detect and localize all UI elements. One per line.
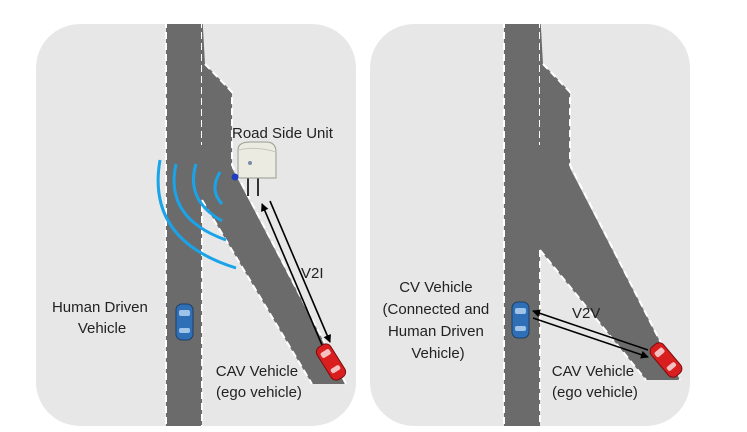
- right-merge-road: [540, 24, 680, 380]
- cav-ego-car-icon: [315, 343, 347, 381]
- v2v-arrow-to-cv: [532, 309, 649, 351]
- left-cav-label-line: (ego vehicle): [216, 384, 302, 401]
- v2v-arrow-to-cav: [532, 317, 649, 359]
- left-merge-road-edge-dash: [204, 63, 347, 385]
- right-cav-label-line: CAV Vehicle: [552, 363, 634, 380]
- left-panel: Road Side Unit V2I Human Driven Vehicle …: [36, 24, 356, 426]
- left-cav-label-line: CAV Vehicle: [216, 363, 298, 380]
- human-vehicle-label-line: Vehicle: [78, 320, 126, 337]
- left-merge-road: [202, 24, 346, 384]
- rsu-signal-arc: [156, 159, 237, 270]
- right-merge-road-edge-dash: [539, 249, 647, 381]
- left-main-road: [166, 24, 202, 426]
- cv-car-icon: [511, 301, 530, 339]
- rsu-label: Road Side Unit: [232, 125, 334, 142]
- rsu-signal-arc: [213, 171, 224, 206]
- v2i-label: V2I: [301, 265, 324, 282]
- cv-label-line: CV Vehicle: [399, 279, 472, 296]
- v2i-arrow-down: [269, 200, 331, 343]
- rsu-antenna-dot: [231, 173, 239, 181]
- right-cav-label-line: (ego vehicle): [552, 384, 638, 401]
- right-main-road: [504, 24, 540, 426]
- road-side-unit-icon: [231, 141, 277, 196]
- left-merge-road-edge-dash: [201, 199, 313, 385]
- right-merge-road-edge-dash: [542, 63, 681, 381]
- rsu-signal-arc: [172, 163, 227, 242]
- v2v-label: V2V: [572, 305, 600, 322]
- cv-label: CV Vehicle (Connected and Human Driven V…: [383, 279, 494, 362]
- right-cav-ego-car-icon: [649, 342, 683, 378]
- right-cav-label: CAV Vehicle (ego vehicle): [552, 363, 638, 401]
- human-driven-car-icon: [175, 303, 194, 341]
- human-vehicle-label-line: Human Driven: [52, 299, 148, 316]
- cv-label-line: Human Driven: [388, 323, 484, 340]
- human-vehicle-label: Human Driven Vehicle: [52, 299, 152, 337]
- right-panel: V2V CV Vehicle (Connected and Human Driv…: [370, 24, 690, 426]
- cv-label-line: (Connected and: [383, 301, 490, 318]
- left-cav-label: CAV Vehicle (ego vehicle): [216, 363, 302, 401]
- rsu-signal-arc: [191, 163, 223, 223]
- v2i-arrow-up: [261, 203, 323, 346]
- cv-label-line: Vehicle): [411, 345, 464, 362]
